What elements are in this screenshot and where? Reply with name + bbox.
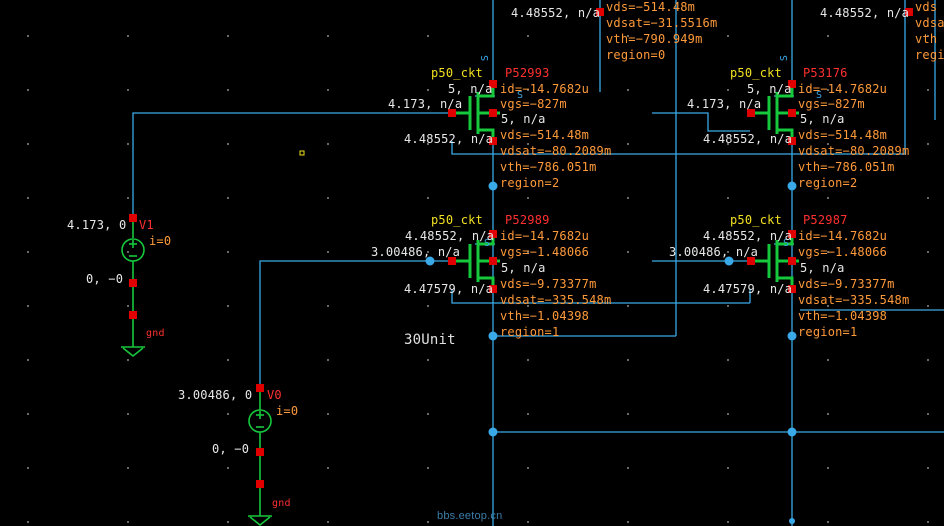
op-vdsat: vdsat=−335.548m <box>798 293 910 307</box>
op-region: region=1 <box>798 325 858 339</box>
op-id: id=−14.7682u <box>798 82 888 96</box>
terminals <box>129 8 913 488</box>
source-node: 5, n/a <box>800 112 845 126</box>
drain-node: 4.48552, n/a <box>404 132 494 146</box>
op-vth: vth=−786.051m <box>798 160 895 174</box>
op-id: id=−14.7682u <box>798 229 888 243</box>
gate-node: 4.173, n/a <box>388 97 463 111</box>
source-node: 5, n/a <box>800 261 845 275</box>
transistor-p52993 <box>452 84 500 141</box>
op-id: id=−14.7682u <box>500 82 590 96</box>
top-right-vth: vth <box>915 32 938 46</box>
op-vds: vds=−9.73377m <box>500 277 597 291</box>
op-region: region=2 <box>798 176 858 190</box>
bulk-node: 4.48552, n/a <box>703 229 793 243</box>
op-region: region=1 <box>500 325 560 339</box>
top-left-vds: vds=−514.48m <box>606 0 696 14</box>
bulk-node: 4.48552, n/a <box>405 229 495 243</box>
op-region: region=2 <box>500 176 560 190</box>
op-vgs: vgs=−827m <box>500 97 567 111</box>
top-left-vdsat: vdsat=−31.5516m <box>606 16 718 30</box>
model-name: p50_ckt <box>431 213 483 227</box>
pin-label: S <box>517 90 524 101</box>
wire-gate-net-right <box>652 112 750 132</box>
pin-label: S <box>484 238 491 249</box>
model-name: p50_ckt <box>730 66 782 80</box>
op-vds: vds=−514.48m <box>798 128 888 142</box>
drain-node: 4.48552, n/a <box>703 132 793 146</box>
op-vth: vth=−1.04398 <box>798 309 888 323</box>
wire-lower-left <box>451 289 750 304</box>
top-left-region: region=0 <box>606 48 666 62</box>
junctions <box>425 181 797 524</box>
instance-name: P52989 <box>505 213 550 227</box>
ground-label: gnd <box>146 328 165 339</box>
unit-label: 30Unit <box>404 332 456 348</box>
selection-marker <box>299 150 305 156</box>
pin-label: S <box>816 90 823 101</box>
voltage-sources <box>121 218 272 526</box>
source-node: 5, n/a <box>501 261 546 275</box>
source-v0 <box>248 388 272 526</box>
bulk-node: 5, n/a <box>448 82 493 96</box>
top-right-region: regi <box>915 48 944 62</box>
pin-label: S <box>480 54 492 62</box>
pin-label: S <box>779 54 791 62</box>
top-left-node: 4.48552, n/a <box>511 6 601 20</box>
model-name: p50_ckt <box>431 66 483 80</box>
wire-node-left <box>451 141 905 155</box>
op-vgs: vgs=−1.48066 <box>500 245 590 259</box>
top-right-vds: vds <box>915 0 938 14</box>
source-node: 5, n/a <box>501 112 546 126</box>
op-vdsat: vdsat=−335.548m <box>500 293 612 307</box>
source-top-node: 4.173, 0 <box>67 218 127 232</box>
top-left-vth: vth=−790.949m <box>606 32 703 46</box>
top-right-vdsat: vdsat <box>915 16 944 30</box>
op-vdsat: vdsat=−80.2089m <box>798 144 910 158</box>
source-bottom-node: 0, −0 <box>86 272 124 286</box>
op-vgs: vgs=−827m <box>798 97 865 111</box>
instance-name: P52993 <box>505 66 550 80</box>
op-vdsat: vdsat=−80.2089m <box>500 144 612 158</box>
op-vth: vth=−786.051m <box>500 160 597 174</box>
source-name: V1 <box>139 218 154 232</box>
top-right-node: 4.48552, n/a <box>820 6 910 20</box>
op-vds: vds=−9.73377m <box>798 277 895 291</box>
bulk-node: 5, n/a <box>747 82 792 96</box>
source-current: i=0 <box>276 404 299 418</box>
gate-node: 3.00486, n/a <box>371 245 461 259</box>
source-current: i=0 <box>149 234 172 248</box>
gate-node: 3.00486, n/a <box>669 245 759 259</box>
grid-dots <box>27 35 929 523</box>
wire-v0-gate-net <box>259 260 452 388</box>
source-v1 <box>121 218 145 358</box>
op-vth: vth=−1.04398 <box>500 309 590 323</box>
watermark: bbs.eetop.cn <box>437 510 503 522</box>
drain-node: 4.47579, n/a <box>404 282 494 296</box>
source-top-node: 3.00486, 0 <box>178 388 253 402</box>
op-vgs: vgs=−1.48066 <box>798 245 888 259</box>
pin-label: S <box>783 238 790 249</box>
instance-name: P53176 <box>803 66 848 80</box>
source-name: V0 <box>267 388 282 402</box>
ground-label: gnd <box>272 498 291 509</box>
drain-node: 4.47579, n/a <box>703 282 793 296</box>
op-id: id=−14.7682u <box>500 229 590 243</box>
op-vds: vds=−514.48m <box>500 128 590 142</box>
instance-name: P52987 <box>803 213 848 227</box>
model-name: p50_ckt <box>730 213 782 227</box>
gate-node: 4.173, n/a <box>687 97 762 111</box>
source-bottom-node: 0, −0 <box>212 442 250 456</box>
wire-v1-gate-net <box>132 112 452 218</box>
